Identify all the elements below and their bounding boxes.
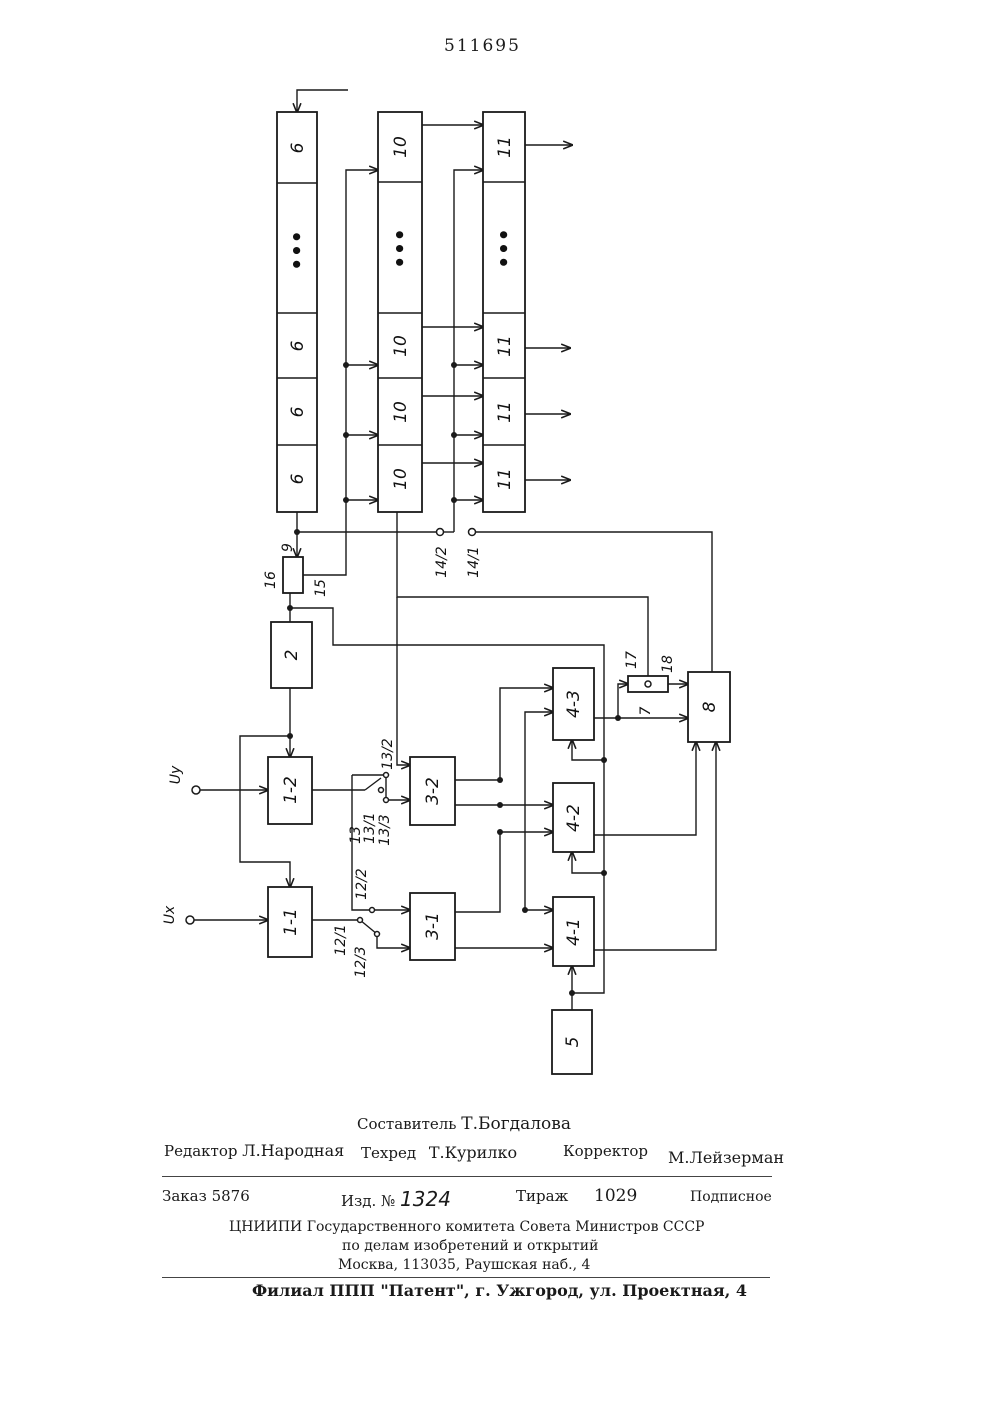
editor-label: Редактор — [164, 1142, 237, 1160]
input-ux-terminal — [186, 916, 194, 924]
block-3-1: 3-1 — [410, 893, 455, 960]
wires — [192, 90, 716, 1010]
label-16: 16 — [263, 571, 279, 589]
svg-text:10: 10 — [391, 401, 411, 423]
svg-text:4-3: 4-3 — [564, 690, 584, 718]
block-diagram: 6 ••• 6 6 6 10 ••• 10 10 10 11 • — [0, 0, 1000, 1100]
corrector-label: Корректор — [563, 1142, 648, 1160]
label-uy: Uу — [168, 765, 184, 784]
svg-text:6: 6 — [288, 340, 308, 351]
print-run-value: 1029 — [594, 1186, 637, 1206]
svg-text:4-2: 4-2 — [564, 804, 584, 832]
svg-text:1-1: 1-1 — [281, 908, 301, 936]
branch-line: Филиал ППП "Патент", г. Ужгород, ул. Про… — [252, 1281, 747, 1300]
svg-text:•••: ••• — [492, 227, 516, 268]
svg-text:2: 2 — [282, 650, 302, 661]
block-4-3: 4-3 — [553, 668, 594, 740]
label-12-3: 12/3 — [353, 946, 369, 977]
label-17: 17 — [624, 651, 640, 669]
register-10-column: 10 ••• 10 10 10 — [378, 112, 422, 512]
input-uy-terminal — [192, 786, 200, 794]
footer-rule-bottom — [162, 1277, 770, 1278]
edition-value: 1324 — [400, 1187, 451, 1211]
label-12-1: 12/1 — [333, 924, 349, 955]
corrector-name: М.Лейзерман — [668, 1148, 784, 1167]
svg-text:3-1: 3-1 — [423, 912, 443, 940]
svg-text:3-2: 3-2 — [423, 777, 443, 805]
techred-label: Техред — [361, 1144, 416, 1162]
techred-name: Т.Курилко — [429, 1143, 517, 1162]
svg-text:7: 7 — [638, 706, 654, 715]
register-11-column: 11 ••• 11 11 11 — [483, 112, 525, 512]
block-4-2: 4-2 — [553, 783, 594, 852]
svg-text:11: 11 — [495, 335, 515, 357]
block-7: 7 — [628, 676, 668, 715]
block-10-label: 10 — [391, 136, 411, 158]
svg-text:10: 10 — [391, 335, 411, 357]
edition-label: Изд. № — [341, 1192, 395, 1210]
block-6-dots: ••• — [285, 229, 309, 270]
compiler-label: Составитель — [357, 1115, 456, 1133]
org-line-3: Москва, 113035, Раушская наб., 4 — [338, 1257, 590, 1273]
block-8: 8 — [688, 672, 730, 742]
block-1-1: 1-1 — [268, 887, 312, 957]
svg-text:4-1: 4-1 — [564, 918, 584, 946]
block-1-2: 1-2 — [268, 757, 312, 824]
label-9: 9 — [280, 543, 296, 552]
svg-text:6: 6 — [288, 473, 308, 484]
block-6-label: 6 — [288, 142, 308, 153]
subscription-label: Подписное — [690, 1189, 772, 1205]
svg-text:6: 6 — [288, 406, 308, 417]
label-13-2: 13/2 — [380, 738, 396, 770]
terminals — [186, 529, 476, 937]
svg-text:10: 10 — [391, 468, 411, 490]
compiler-name: Т.Богдалова — [461, 1114, 571, 1134]
order-value: 5876 — [212, 1187, 250, 1205]
label-18: 18 — [660, 655, 676, 673]
order-label: Заказ — [162, 1187, 207, 1205]
block-5: 5 — [552, 1010, 592, 1074]
org-line-2: по делам изобретений и открытий — [342, 1238, 598, 1254]
label-13-1: 13/1 — [362, 812, 378, 843]
svg-text:11: 11 — [495, 401, 515, 423]
register-6-column: 6 ••• 6 6 6 — [277, 112, 317, 512]
svg-text:11: 11 — [495, 468, 515, 490]
editor-name: Л.Народная — [242, 1141, 344, 1160]
svg-text:1-2: 1-2 — [281, 776, 301, 804]
block-4-1: 4-1 — [553, 897, 594, 966]
label-ux: Uх — [162, 905, 178, 924]
label-14-1: 14/1 — [466, 546, 482, 577]
block-11-label: 11 — [495, 136, 515, 158]
block-16 — [283, 557, 303, 593]
org-line-1: ЦНИИПИ Государственного комитета Совета … — [229, 1219, 704, 1235]
print-run-label: Тираж — [516, 1187, 568, 1205]
footer-rule-top — [162, 1176, 772, 1177]
terminal-14-1 — [469, 529, 476, 536]
svg-text:•••: ••• — [388, 227, 412, 268]
svg-text:8: 8 — [700, 701, 720, 712]
block-3-2: 3-2 — [410, 757, 455, 825]
block-2: 2 — [271, 622, 312, 688]
label-13-3: 13/3 — [377, 814, 393, 845]
label-12-2: 12/2 — [354, 868, 370, 900]
label-14-2: 14/2 — [434, 546, 450, 578]
label-15: 15 — [313, 579, 329, 597]
svg-text:5: 5 — [563, 1037, 583, 1048]
terminal-14-2 — [437, 529, 444, 536]
